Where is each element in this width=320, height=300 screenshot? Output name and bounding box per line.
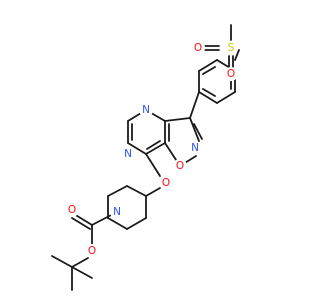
phenyl-ring — [198, 59, 236, 104]
carbonyl-o-bond-2 — [71, 217, 91, 230]
aryl-core-bond — [189, 91, 200, 119]
methylsulfonyl-group — [203, 24, 240, 69]
pyrimidine-n-top-label: N — [142, 104, 150, 116]
pyrimidine-n-left-label: N — [124, 148, 132, 160]
sulfonyl-o-left-label: O — [194, 42, 202, 54]
ether-o-label: O — [162, 177, 170, 189]
isoxazolopyrimidine-core — [127, 91, 203, 167]
phenyl-double-bond-2 — [202, 88, 216, 97]
molecule-structure: S O O N O N N O N O O — [51, 24, 240, 291]
piperidine-bond-5 — [126, 217, 147, 230]
core-ether-bond — [145, 153, 161, 177]
piperidine-n-label: N — [113, 206, 121, 218]
isoxazole-n-label: N — [191, 142, 199, 154]
piperidine-bond-4 — [107, 217, 128, 230]
pyrimidine-bond-5 — [145, 142, 166, 155]
pyrimidine-double-bond-2 — [146, 140, 161, 150]
core-bond-b — [189, 117, 200, 142]
ether-linker — [145, 153, 161, 197]
phenyl-bond-6 — [198, 59, 218, 72]
pyrimidine-bond-4 — [127, 142, 147, 155]
carbamate-carbonyl-o-label: O — [68, 204, 76, 216]
atom-labels: S O O N O N N O N O O — [65, 41, 238, 258]
phenyl-bond-3 — [216, 91, 236, 104]
core-double-bond-b — [193, 123, 203, 140]
carbamate-ester-o-label: O — [88, 245, 96, 257]
core-bond-a — [164, 117, 191, 122]
isoxazole-o-label: O — [176, 160, 184, 172]
piperidine-bond-1 — [126, 185, 147, 197]
s-aryl-bond — [234, 49, 240, 61]
sulfonyl-s-label: S — [228, 42, 235, 54]
carbonyl-o-bond-1 — [73, 213, 93, 226]
tbutyl-methyl-3 — [71, 266, 93, 279]
tbutyl-methyl-1 — [51, 255, 73, 268]
ether-piperidine-bond — [145, 187, 161, 197]
boc-carbamate-group — [51, 211, 118, 291]
ester-tbutyl-bond — [71, 257, 89, 268]
piperidine-ring — [107, 185, 147, 230]
phenyl-bond-4 — [198, 91, 218, 104]
sulfonyl-o-bottom-label: O — [227, 68, 235, 80]
piperidine-bond-2 — [107, 185, 128, 197]
phenyl-double-bond-3 — [202, 66, 216, 75]
molecule-canvas: S O O N O N N O N O O — [51, 24, 240, 291]
